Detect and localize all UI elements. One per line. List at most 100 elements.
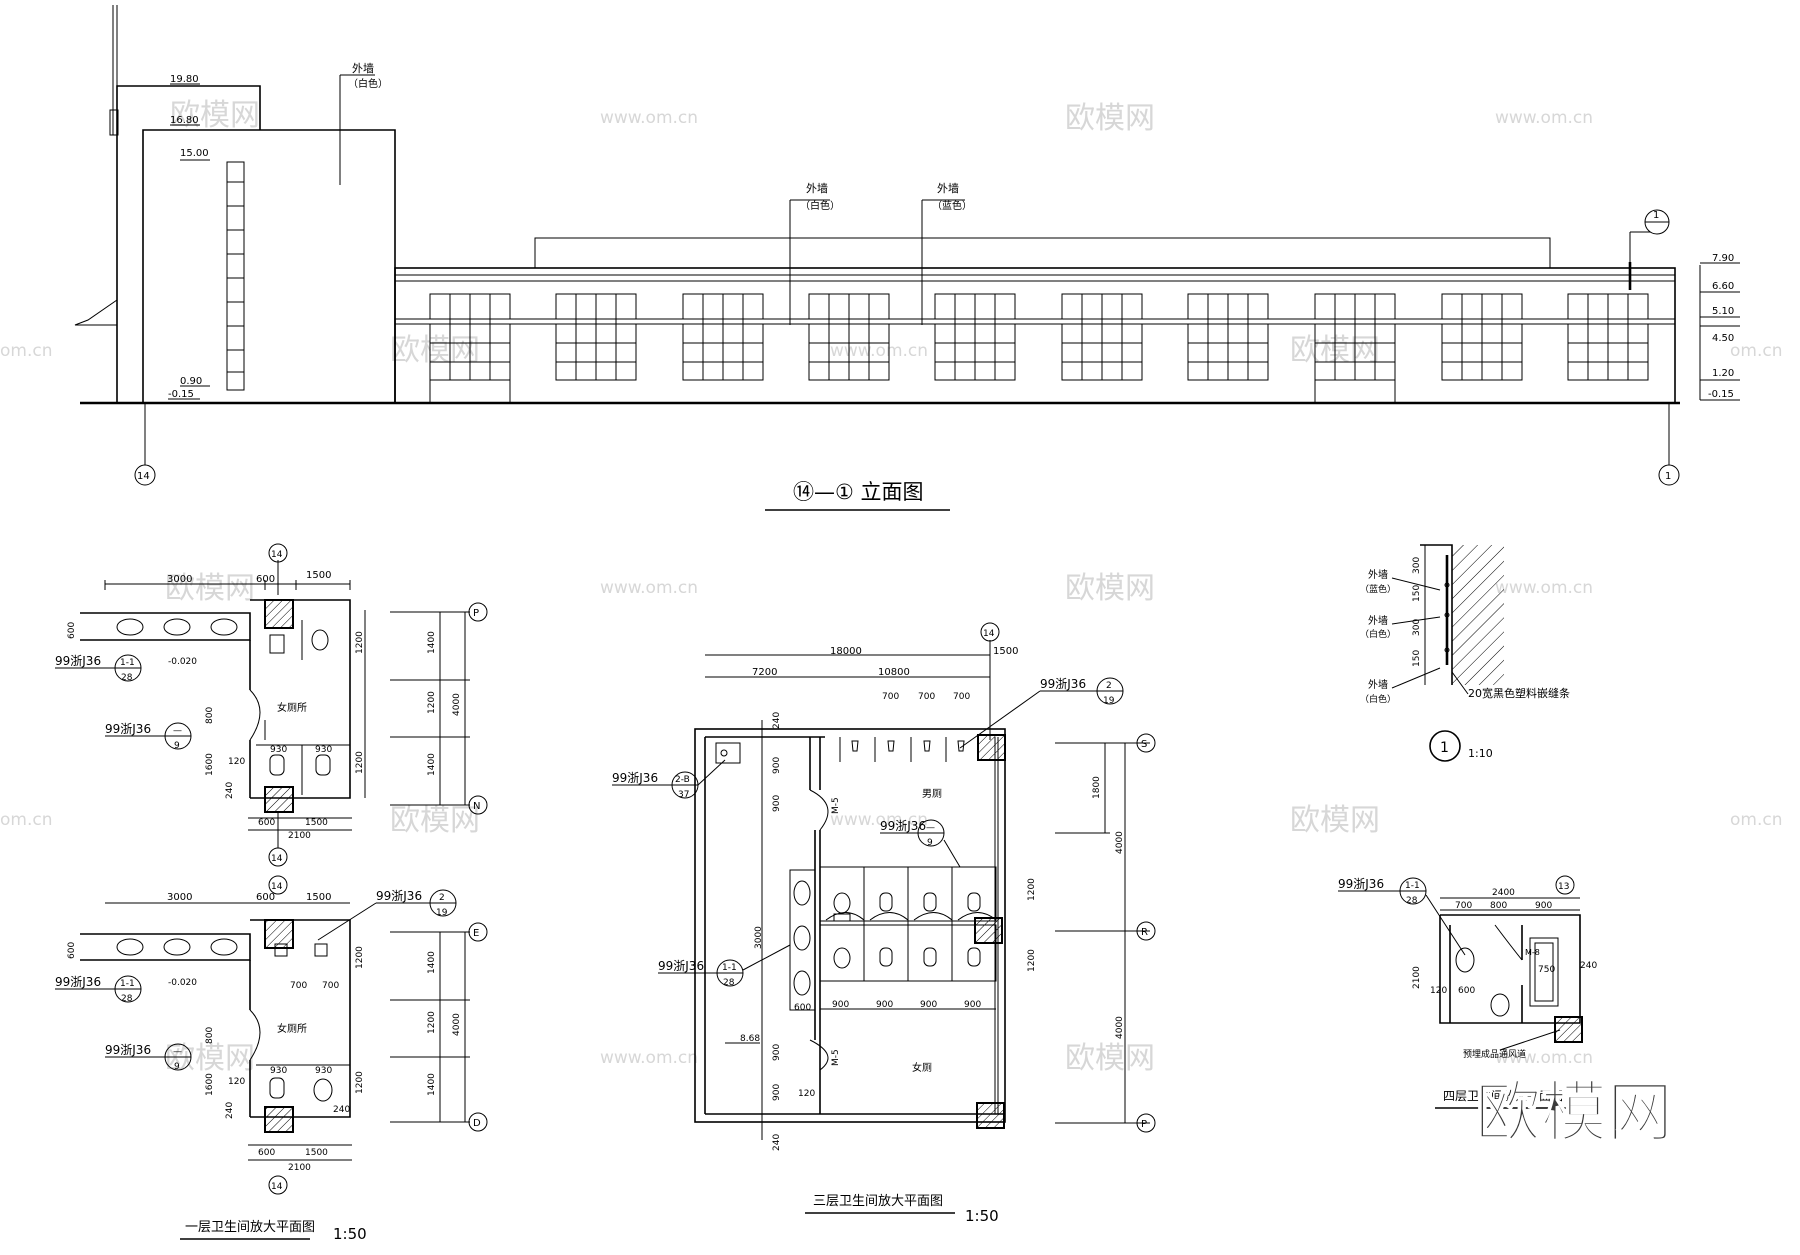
squat-toilet-icon	[967, 892, 981, 912]
sink-icon	[163, 938, 191, 956]
wm-partial-1: om.cn	[0, 341, 53, 361]
toilet-icon	[833, 947, 851, 969]
svg-text:P: P	[1141, 1119, 1147, 1130]
plan1-axis-14-bottom	[268, 847, 288, 867]
roof-parapet	[534, 237, 1551, 269]
tower-strip-divisions	[227, 181, 244, 373]
wall-note-label-tower: 外墙	[352, 61, 374, 75]
plan1-outer-wall	[250, 599, 351, 799]
svg-text:28: 28	[121, 994, 133, 1004]
plan1-dim-700a: 700	[290, 981, 307, 991]
plan3-dim-1200b: 1200	[1027, 949, 1037, 972]
svg-text:600: 600	[256, 892, 275, 903]
wm-partial-3: om.cn	[0, 810, 53, 830]
plan3-dim-900a: 900	[832, 1000, 849, 1010]
plan1-ref-code-a: 99浙J36	[55, 654, 101, 668]
detail-ref-number: 1	[1440, 740, 1449, 756]
wm-site-7: www.om.cn	[600, 1048, 698, 1068]
plan3-dim-900c-left: 900	[772, 1044, 782, 1061]
toilet-icon	[269, 634, 285, 654]
svg-text:930: 930	[270, 1066, 287, 1076]
sink-icon	[793, 880, 811, 906]
plan1-dim-930: 930	[270, 745, 287, 755]
plan1-lower-ref-a: 99浙J36	[55, 975, 101, 989]
mop-sink-icon	[715, 742, 741, 764]
plan3-axis-S	[1136, 733, 1156, 753]
plan1-dim-4000: 4000	[452, 693, 462, 716]
plan3-dim-700b: 700	[918, 692, 935, 702]
wm-site-6: www.om.cn	[830, 810, 928, 830]
plan1-dim-3000: 3000	[167, 574, 192, 585]
wall-note-label-white: 外墙	[806, 181, 828, 195]
plan1-dim-1500: 1500	[306, 570, 331, 581]
toilet-icon	[311, 629, 329, 651]
detail-note-color-2: （白色）	[1360, 628, 1396, 640]
plan3-ref-code-c: 99浙J36	[880, 819, 926, 833]
svg-text:120: 120	[228, 1077, 245, 1087]
plan1-dim-2100: 2100	[288, 831, 311, 841]
plan4-dim-800: 800	[1490, 901, 1507, 911]
svg-text:2-B: 2-B	[675, 775, 690, 785]
svg-text:37: 37	[678, 790, 689, 800]
plan1-column-top	[264, 599, 294, 629]
wm-site-5: www.om.cn	[1495, 578, 1593, 598]
plan1-dim-240: 240	[225, 782, 235, 799]
plan3-column-bottom	[976, 1102, 1005, 1129]
svg-text:—: —	[926, 823, 935, 833]
plan1-dim-700b: 700	[322, 981, 339, 991]
plan3-dim-10800: 10800	[878, 667, 910, 678]
svg-text:28: 28	[723, 978, 735, 988]
plan3-wash-counter	[789, 869, 816, 1011]
svg-text:19: 19	[1103, 696, 1115, 706]
main-building-outline	[394, 267, 1676, 404]
svg-text:1400: 1400	[427, 1073, 437, 1096]
svg-text:14: 14	[983, 629, 995, 639]
plan1-upper: 3000 600 1500 14	[55, 543, 488, 867]
tower-strip-window	[226, 161, 245, 391]
window-unit	[1567, 293, 1649, 381]
plan3-dim-3000: 3000	[754, 926, 764, 949]
plan3-level: 8.68	[740, 1034, 760, 1044]
level-5-10: 5.10	[1712, 306, 1734, 317]
elevation-title: ⑭—① 立面图	[793, 480, 924, 504]
toilet-icon	[313, 1078, 333, 1102]
svg-text:1400: 1400	[427, 951, 437, 974]
plan4-dim-2100: 2100	[1412, 966, 1422, 989]
toilet-icon	[269, 754, 285, 776]
plan3-ref-code-d: 99浙J36	[658, 959, 704, 973]
urinal-icon	[851, 740, 859, 752]
plan3-stalls	[819, 866, 997, 982]
plan3-dim-7200: 7200	[752, 667, 777, 678]
detail-callout-number: 1	[1653, 210, 1659, 221]
wm-brand-7: 欧模网	[390, 803, 480, 838]
window-unit	[1441, 293, 1523, 381]
plan3-axis-P	[1136, 1113, 1156, 1133]
plan1-dim-1200b: 1200	[355, 751, 365, 774]
plan4-door-label: M-8	[1525, 948, 1540, 957]
svg-text:P: P	[473, 608, 479, 619]
wm-brand-2: 欧模网	[1065, 101, 1155, 136]
plan-third-floor: 18000 7200 10800 1500 14 700 700 700	[612, 622, 1156, 1225]
plan1-room-label: 女厕所	[277, 701, 307, 714]
plan4-ref-code: 99浙J36	[1338, 877, 1384, 891]
plan4-title: 四层卫生间放大平面图	[1443, 1088, 1563, 1103]
plan4-dim-900: 900	[1535, 901, 1552, 911]
plan1-lower-column-bottom	[264, 1106, 294, 1133]
window-unit	[934, 293, 1016, 381]
svg-text:2100: 2100	[288, 1163, 311, 1173]
svg-text:2: 2	[1106, 681, 1112, 691]
svg-text:930: 930	[315, 1066, 332, 1076]
plan3-dim-900c: 900	[920, 1000, 937, 1010]
urinal-icon	[957, 740, 965, 752]
plan3-axis-14	[980, 622, 1000, 642]
plan4-door-swing	[1494, 924, 1523, 961]
svg-text:14: 14	[271, 882, 283, 892]
toilet-icon	[315, 754, 331, 776]
svg-text:E: E	[473, 928, 479, 939]
plan4-shower	[1529, 937, 1559, 1007]
entrance-door-left	[429, 379, 511, 404]
svg-text:240: 240	[225, 1102, 235, 1119]
axis-bubble-14	[134, 464, 156, 486]
plan3-dim-900a-left: 900	[772, 757, 782, 774]
